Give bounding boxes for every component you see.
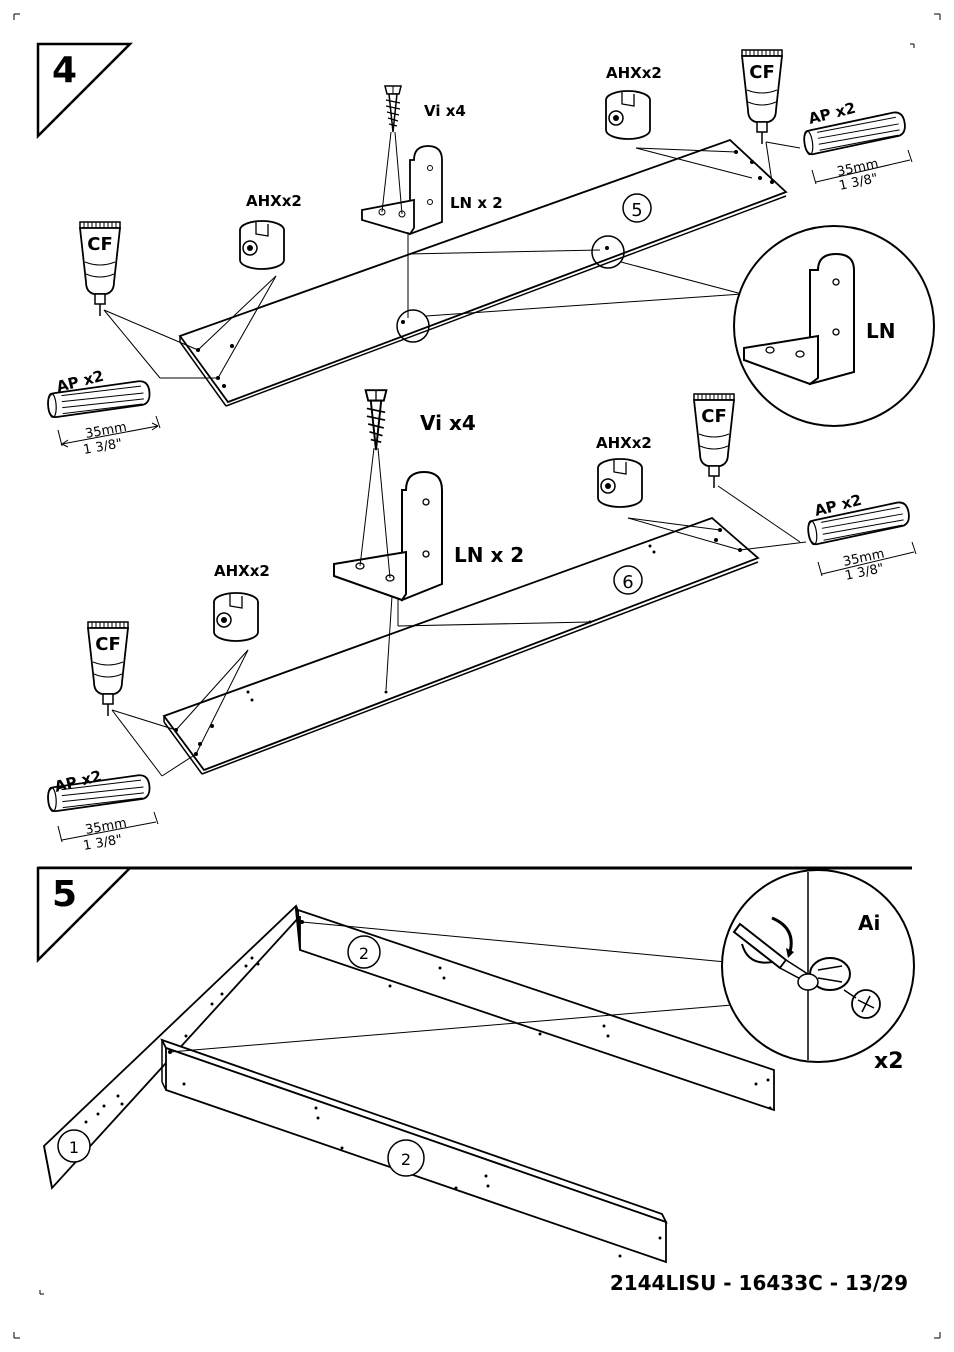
- cam-fitting-label: AHXx2: [246, 192, 302, 210]
- shelf-panel-6: [162, 516, 760, 772]
- dowel-length-inch: 1 3/8": [82, 436, 123, 458]
- assembly-panel-6: 6 Vi x4 LN x 2 CF AHXx2: [45, 389, 917, 854]
- cam-fitting-icon: [597, 458, 643, 508]
- screw-label: Vi x4: [420, 411, 476, 435]
- bracket-label: LN x 2: [454, 543, 524, 567]
- step-5: 5 1: [36, 866, 915, 1264]
- step-5-badge: [36, 866, 134, 964]
- cam-lock-label: Ai: [858, 911, 880, 935]
- glue-label: CF: [701, 406, 727, 427]
- panel-6-number: 6: [622, 572, 633, 593]
- cam-fitting-label: AHXx2: [214, 562, 270, 580]
- bracket-detail-view: LN: [733, 225, 935, 427]
- crop-marks: [13, 13, 941, 1339]
- shelf-panel-5: [178, 138, 788, 404]
- step-4: 4 5 Vi x4: [36, 42, 935, 854]
- dowel-length-inch: 1 3/8": [82, 832, 123, 854]
- panel-5-callout: [622, 193, 652, 223]
- dowel-length-mm: 35mm: [84, 816, 128, 838]
- panel-2-callout: [387, 1139, 425, 1177]
- cam-fitting-icon: [213, 592, 259, 642]
- glue-label: CF: [749, 62, 775, 83]
- cam-fitting-icon: [605, 90, 651, 140]
- cam-fitting-label: AHXx2: [606, 64, 662, 82]
- bracket-position-marker: [591, 235, 625, 269]
- glue-label: CF: [95, 634, 121, 655]
- panel-2-callout: [347, 935, 381, 969]
- step-4-number: 4: [52, 50, 77, 91]
- rail-panel-2-top: [295, 905, 775, 1112]
- panel-2-number: 2: [401, 1150, 411, 1169]
- cam-lock-icon: [797, 957, 881, 1019]
- cam-lock-detail-view: Ai: [721, 869, 915, 1063]
- dowel-length-mm: 35mm: [84, 420, 128, 442]
- step-5-number: 5: [52, 874, 77, 915]
- cam-lock-quantity: x2: [874, 1049, 904, 1074]
- panel-2-number: 2: [359, 944, 369, 963]
- cam-fitting-icon: [239, 220, 285, 270]
- cam-fitting-label: AHXx2: [596, 434, 652, 452]
- corner-bracket-icon: [361, 145, 443, 236]
- panel-1-number: 1: [69, 1138, 79, 1157]
- screw-icon: [364, 389, 388, 451]
- panel-1-callout: [57, 1129, 91, 1163]
- document-code: 2144LISU - 16433C - 13/29: [610, 1271, 908, 1295]
- bracket-position-marker: [396, 309, 430, 343]
- bracket-detail-label: LN: [866, 319, 895, 343]
- screw-label: Vi x4: [424, 102, 466, 120]
- corner-bracket-icon: [333, 470, 443, 602]
- screw-icon: [384, 85, 402, 133]
- glue-label: CF: [87, 234, 113, 255]
- step-4-badge: [36, 42, 134, 140]
- panel-5-number: 5: [631, 200, 642, 221]
- assembly-panel-5: 5 Vi x4 LN x 2: [45, 49, 935, 458]
- bracket-label: LN x 2: [450, 194, 503, 212]
- panel-6-callout: [613, 565, 643, 595]
